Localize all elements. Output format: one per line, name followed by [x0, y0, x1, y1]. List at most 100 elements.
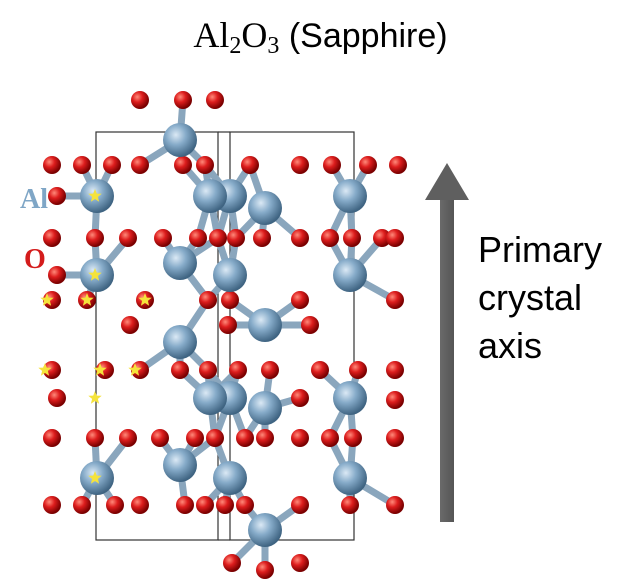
star-marker — [88, 391, 102, 404]
oxygen-atom — [43, 429, 61, 447]
oxygen-atom — [291, 496, 309, 514]
oxygen-atom — [344, 429, 362, 447]
oxygen-atom — [323, 156, 341, 174]
mineral-name: (Sapphire) — [288, 17, 448, 55]
oxygen-atom — [73, 156, 91, 174]
oxygen-atom — [119, 229, 137, 247]
aluminum-atom — [333, 258, 367, 292]
oxygen-atom — [386, 291, 404, 309]
oxygen-atom — [209, 229, 227, 247]
oxygen-atom — [386, 496, 404, 514]
oxygen-atom — [386, 361, 404, 379]
oxygen-atom — [151, 429, 169, 447]
aluminum-atom — [248, 308, 282, 342]
oxygen-atom — [291, 229, 309, 247]
axis-label-line1: Primary — [478, 229, 602, 270]
oxygen-atom — [349, 361, 367, 379]
aluminum-atom — [163, 325, 197, 359]
oxygen-atom — [291, 291, 309, 309]
oxygen-atom — [343, 229, 361, 247]
oxygen-atom — [216, 496, 234, 514]
oxygen-atom — [43, 156, 61, 174]
oxygen-atom — [86, 229, 104, 247]
star-marker — [128, 363, 142, 376]
oxygen-atom — [43, 229, 61, 247]
star-marker — [88, 471, 102, 484]
oxygen-atom — [154, 229, 172, 247]
oxygen-atom — [174, 91, 192, 109]
oxygen-atom — [219, 316, 237, 334]
oxygen-atom — [386, 391, 404, 409]
oxygen-atom — [229, 361, 247, 379]
oxygen-atom — [227, 229, 245, 247]
oxygen-atom — [311, 361, 329, 379]
page-title: Al2O3 (Sapphire) — [0, 14, 641, 60]
oxygen-atom — [73, 496, 91, 514]
oxygen-atom — [176, 496, 194, 514]
oxygen-atom — [291, 389, 309, 407]
aluminum-atom — [333, 179, 367, 213]
oxygen-atom — [341, 496, 359, 514]
oxygen-atom — [121, 316, 139, 334]
oxygen-atom — [196, 156, 214, 174]
aluminum-atom — [163, 246, 197, 280]
star-marker — [88, 189, 102, 202]
oxygen-atom — [131, 91, 149, 109]
oxygen-atom — [236, 429, 254, 447]
aluminum-atom — [213, 461, 247, 495]
oxygen-atom — [86, 429, 104, 447]
highlight-stars — [38, 189, 152, 484]
oxygen-atom — [386, 429, 404, 447]
oxygen-atom — [199, 291, 217, 309]
aluminum-atoms — [80, 123, 367, 547]
oxygen-atom — [256, 429, 274, 447]
unit-cell-outline — [95, 131, 355, 541]
oxygen-atom — [206, 91, 224, 109]
oxygen-atom — [186, 429, 204, 447]
oxygen-atom — [291, 156, 309, 174]
oxygen-atom — [291, 554, 309, 572]
oxygen-atoms — [43, 91, 407, 579]
star-marker — [80, 293, 94, 306]
oxygen-atom — [106, 496, 124, 514]
aluminum-atom — [248, 391, 282, 425]
oxygen-atom — [386, 229, 404, 247]
oxygen-atom — [321, 429, 339, 447]
aluminum-atom — [193, 179, 227, 213]
oxygen-atom — [256, 561, 274, 579]
oxygen-atom — [131, 496, 149, 514]
oxygen-atom — [131, 156, 149, 174]
oxygen-atom — [199, 361, 217, 379]
oxygen-atom — [253, 229, 271, 247]
oxygen-atom — [321, 229, 339, 247]
axis-label: Primary crystal axis — [478, 226, 602, 370]
oxygen-atom — [171, 361, 189, 379]
chemical-formula: Al2O3 — [193, 15, 280, 59]
oxygen-atom — [43, 496, 61, 514]
aluminum-atom — [333, 381, 367, 415]
aluminum-atom — [248, 191, 282, 225]
star-marker — [40, 293, 54, 306]
oxygen-atom — [261, 361, 279, 379]
axis-label-line3: axis — [478, 325, 543, 366]
oxygen-atom — [301, 316, 319, 334]
aluminum-atom — [163, 123, 197, 157]
aluminum-atom — [163, 448, 197, 482]
oxygen-atom — [103, 156, 121, 174]
oxygen-atom — [48, 389, 66, 407]
oxygen-atom — [119, 429, 137, 447]
oxygen-atom — [174, 156, 192, 174]
aluminum-atom — [248, 513, 282, 547]
legend-o-label: O — [24, 244, 46, 275]
oxygen-atom — [236, 496, 254, 514]
oxygen-atom — [389, 156, 407, 174]
star-marker — [88, 268, 102, 281]
axis-label-line2: crystal — [478, 277, 583, 318]
aluminum-atom — [213, 258, 247, 292]
oxygen-atom — [291, 429, 309, 447]
legend-al-label: Al — [20, 184, 48, 215]
oxygen-atom — [48, 266, 66, 284]
oxygen-atom — [221, 291, 239, 309]
star-marker — [38, 363, 52, 376]
